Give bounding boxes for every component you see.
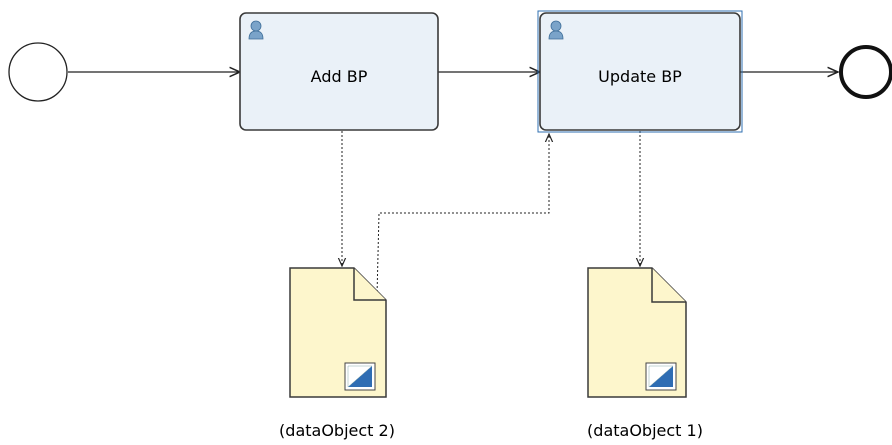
user-icon [548,20,564,40]
selection-outline [537,10,743,133]
data-object-1-label: (dataObject 1) [587,421,703,440]
folded-corner [651,268,686,303]
task-add-bp-box [239,12,439,131]
association-dataobject-2-to-update-bp[interactable] [376,134,549,297]
data-object-2[interactable]: (dataObject 2) [279,267,395,440]
user-icon [248,20,264,40]
task-update-bp-label: Update BP [598,67,682,86]
task-add-bp-label: Add BP [311,67,368,86]
folded-corner [353,268,386,301]
data-object-1[interactable]: (dataObject 1) [587,267,703,440]
end-event[interactable] [839,45,892,99]
task-update-bp[interactable]: Update BP [537,10,743,133]
data-associations [342,131,640,297]
start-event[interactable] [8,42,68,102]
task-update-bp-box [539,12,741,131]
collection-marker-icon [645,362,677,391]
collection-marker-icon [344,362,376,391]
data-object-2-label: (dataObject 2) [279,421,395,440]
task-add-bp[interactable]: Add BP [239,12,439,131]
